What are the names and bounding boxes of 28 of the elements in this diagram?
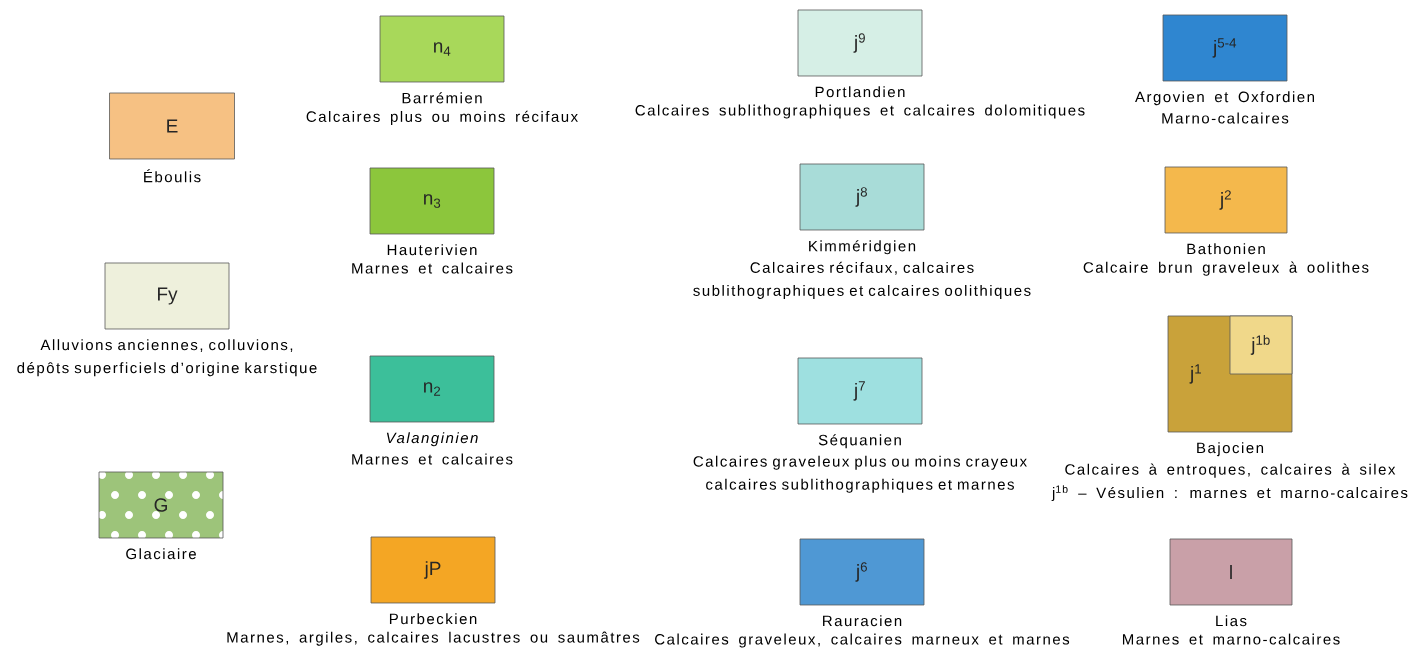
- unit-description: Calcaire brun graveleux à oolithes: [1083, 261, 1369, 276]
- unit-description: Calcaires récifaux, calcaires sublithographiques et calcaires oolithiques: [693, 261, 1031, 299]
- unit-name: Rauracien: [823, 615, 902, 627]
- unit-name: Bathonien: [1187, 243, 1265, 255]
- unit-description: j$^{1b}$ – Vésulien : marnes et marno-calcaires: [1051, 485, 1408, 502]
- unit-name: Valanginien: [386, 432, 478, 447]
- unit-name: Bajocien: [1197, 442, 1264, 457]
- unit-description: Calcaires à entroques, calcaires à silex: [1065, 463, 1396, 478]
- unit-description: Marnes, argiles, calcaires lacustres ou saumâtres: [227, 631, 640, 646]
- unit-name: Hauterivien: [387, 244, 477, 256]
- unit-description: Marnes et marno-calcaires: [1123, 633, 1340, 645]
- unit-name: Séquanien: [818, 434, 901, 449]
- unit-name: Argovien et Oxfordien: [1135, 91, 1314, 106]
- unit-name: Purbeckien: [389, 613, 477, 625]
- unit-name: Barrémien: [402, 92, 482, 104]
- unit-name: Lias: [1216, 615, 1247, 627]
- unit-name: Alluvions anciennes, colluvions, dépôts superficiels d’origine karstique: [17, 339, 317, 377]
- unit-description: Marno-calcaires: [1162, 112, 1289, 124]
- unit-description: Calcaires graveleux, calcaires marneux et marnes: [655, 633, 1070, 648]
- unit-description: Marnes et calcaires: [352, 262, 513, 274]
- unit-description: Calcaires plus ou moins récifaux: [306, 110, 578, 125]
- unit-name: Éboulis: [144, 169, 201, 183]
- unit-name: Kimméridgien: [809, 240, 916, 255]
- unit-description: Marnes et calcaires: [352, 453, 513, 465]
- unit-description: Calcaires sublithographiques et calcaires dolomitiques: [635, 104, 1085, 119]
- unit-description: Calcaires graveleux plus ou moins crayeux calcaires sublithographiques et marnes: [693, 455, 1027, 493]
- unit-name: Glaciaire: [126, 548, 196, 560]
- unit-name: Portlandien: [815, 86, 905, 98]
